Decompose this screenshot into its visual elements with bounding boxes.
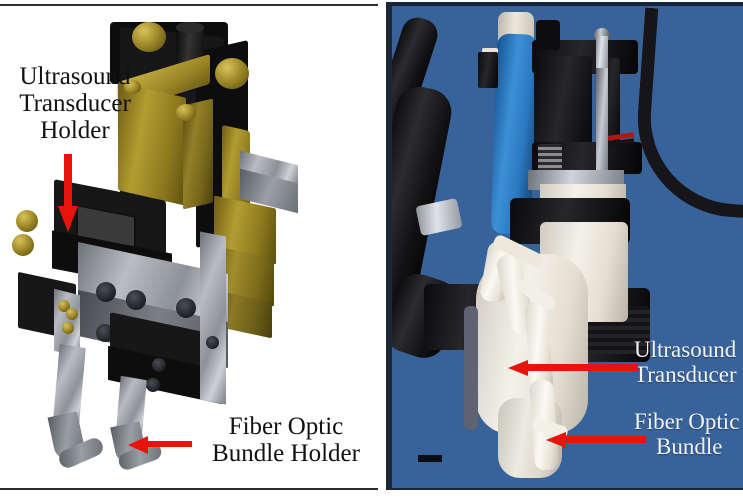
photo-black-cable-loop (631, 7, 743, 220)
cad-lower-block-hole-2 (146, 378, 160, 392)
label-line: Ultrasound (634, 337, 737, 362)
cad-holder-brass-knob-upper (16, 210, 38, 232)
arrow-shaft (560, 436, 646, 443)
arrow-shaft (64, 154, 72, 212)
right-panel-top-rule (392, 2, 743, 8)
label-line: Bundle (656, 433, 723, 459)
cad-brass-bolt-a (124, 80, 141, 94)
photo-clamp-top-stub (536, 20, 560, 50)
arrow-fiber-optic-bundle (546, 432, 646, 448)
cad-fin-hole (206, 336, 219, 349)
label-line: Transducer (19, 89, 131, 117)
cad-brass-bolt-b (176, 104, 196, 121)
label-line: Fiber Optic (634, 409, 740, 434)
label-line: Holder (40, 116, 110, 144)
left-panel-bottom-rule (0, 486, 378, 490)
arrow-ultrasound-transducer (508, 360, 638, 376)
label-line: Ultrasound (19, 63, 131, 90)
cad-strip-bolt-2 (66, 308, 78, 320)
cad-brass-cap-nut-left (132, 22, 166, 52)
cad-brass-cap-nut-right (215, 58, 249, 89)
photo-left-shadow-sliver (464, 306, 478, 430)
photo-black-tab (478, 52, 498, 88)
arrow-head (546, 432, 566, 448)
cad-plate-hole-4 (96, 324, 114, 342)
panel-divider (386, 2, 393, 490)
cad-render-panel: Ultrasound Transducer Holder Fiber Optic… (0, 6, 378, 488)
arrow-head (508, 360, 528, 376)
cad-strip-bolt-3 (62, 322, 74, 334)
label-line: Bundle Holder (212, 439, 360, 467)
fiber-optic-bundle-holder-label: Fiber Optic Bundle Holder (196, 413, 376, 468)
cad-plate-hole-3 (176, 298, 196, 318)
cad-plate-hole-2 (126, 290, 146, 310)
ultrasound-transducer-holder-label: Ultrasound Transducer Holder (0, 63, 150, 144)
arrow-head (58, 206, 78, 232)
arrow-fiber-optic-bundle-holder (128, 436, 192, 454)
arrow-shaft (142, 441, 192, 447)
label-line: Transducer (634, 361, 737, 387)
arrow-head (128, 436, 148, 454)
arrow-shaft (522, 364, 638, 371)
cad-right-steel-fin (200, 231, 226, 405)
cad-top-cylinder-cap (176, 22, 204, 33)
fiber-optic-bundle-label: Fiber Optic Bundle (634, 409, 743, 459)
photo-rod-upper (596, 36, 608, 72)
arrow-ultrasound-transducer-holder (58, 154, 78, 232)
scale-bar (418, 455, 442, 462)
ultrasound-transducer-label: Ultrasound Transducer (634, 337, 743, 387)
label-line: Fiber Optic (228, 413, 344, 440)
photograph-panel: Ultrasound Transducer Fiber Optic Bundle (392, 6, 743, 488)
cad-holder-brass-knob-lower (12, 234, 34, 256)
cad-lower-block-hole-1 (152, 358, 166, 372)
cad-plate-hole-1 (96, 282, 116, 302)
